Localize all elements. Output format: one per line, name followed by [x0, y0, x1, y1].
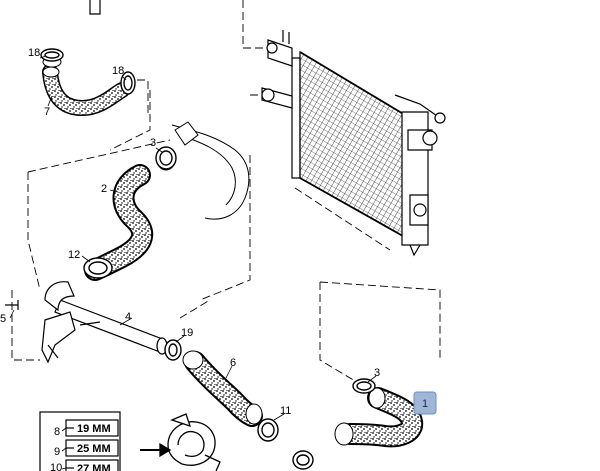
label-9: 9 — [54, 446, 60, 458]
radiator-assembly — [89, 0, 446, 257]
callout-part-1[interactable]: 1 — [413, 391, 437, 415]
label-3a: 3 — [150, 137, 156, 149]
label-18a: 18 — [28, 47, 40, 59]
label-11: 11 — [280, 405, 291, 417]
clamp-18a — [40, 48, 64, 62]
hose-6 — [182, 350, 263, 427]
label-8: 8 — [54, 426, 60, 438]
size-table: 19 MM 25 MM 27 MM — [39, 411, 121, 471]
hose-clamps — [40, 48, 376, 470]
size-row-19mm: 19 MM — [77, 423, 111, 435]
clamp-3a — [155, 146, 177, 170]
label-6: 6 — [230, 357, 236, 369]
label-2: 2 — [101, 183, 107, 195]
label-10: 10 — [50, 462, 62, 471]
size-row-27mm: 27 MM — [77, 463, 111, 471]
callout-label-1: 1 — [422, 398, 428, 410]
label-18b: 18 — [112, 65, 124, 77]
label-5: 5 — [0, 313, 6, 325]
clamp-11 — [257, 418, 279, 442]
clamp-19 — [164, 339, 182, 361]
clamp-bottom — [292, 450, 314, 470]
engine-outline — [171, 121, 250, 220]
leader-lines — [9, 55, 377, 470]
clamp-detail — [140, 413, 221, 471]
label-3b: 3 — [374, 367, 380, 379]
size-row-25mm: 25 MM — [77, 443, 111, 455]
clamp-12 — [83, 257, 113, 279]
part-labels: 18 18 7 3 2 12 5 4 19 6 11 3 8 9 10 — [0, 47, 380, 471]
pipe-4 — [5, 281, 168, 364]
label-7: 7 — [44, 106, 50, 118]
dashed-guide-lines — [11, 0, 441, 391]
label-19: 19 — [181, 327, 193, 339]
hose-1 — [334, 387, 424, 448]
label-12: 12 — [68, 249, 80, 261]
clamp-3b — [352, 378, 376, 394]
label-4: 4 — [125, 311, 131, 323]
